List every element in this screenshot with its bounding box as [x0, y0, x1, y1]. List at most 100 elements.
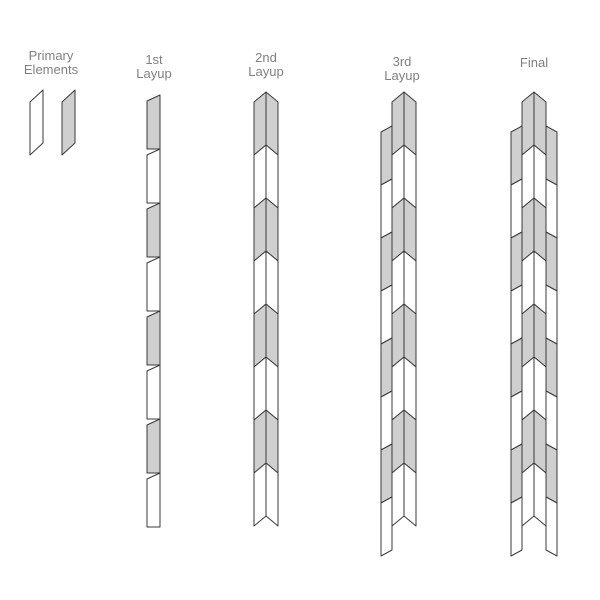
third-layup-strip — [380, 91, 417, 557]
chevron-right-plain — [533, 144, 547, 209]
second-layup-strip — [253, 91, 279, 527]
chevron-left-shaded — [521, 303, 535, 368]
wing-left-shaded — [380, 337, 393, 398]
chevron-right-plain — [265, 356, 279, 421]
label-line-2: Elements — [23, 62, 79, 77]
strip-segment-plain — [146, 148, 161, 204]
chevron-right-shaded — [403, 91, 417, 156]
strip-segment-plain — [146, 256, 161, 312]
chevron-right-shaded — [265, 91, 279, 156]
wing-left-plain — [380, 390, 393, 451]
wing-left-shaded — [510, 125, 523, 186]
chevron-right-plain — [403, 144, 417, 209]
strip-segment-plain — [146, 472, 161, 528]
wing-left-shaded — [380, 231, 393, 292]
wing-left-shaded — [510, 337, 523, 398]
wing-left-plain — [380, 178, 393, 239]
chevron-right-plain — [265, 144, 279, 209]
chevron-right-shaded — [265, 409, 279, 474]
label-line-1: 3rd — [392, 54, 412, 69]
wing-right-plain — [545, 178, 558, 239]
chevron-left-plain — [391, 462, 405, 527]
chevron-right-plain — [265, 250, 279, 315]
chevron-right-shaded — [403, 409, 417, 474]
label-line-2: Layup — [248, 64, 284, 79]
wing-left-shaded — [380, 125, 393, 186]
chevron-right-shaded — [533, 91, 547, 156]
label-line-1: Primary — [28, 48, 74, 63]
chevron-right-shaded — [265, 197, 279, 262]
chevron-right-shaded — [265, 303, 279, 368]
wing-left-plain — [510, 496, 523, 557]
chevron-left-shaded — [253, 91, 267, 156]
wing-right-plain — [545, 496, 558, 557]
chevron-right-plain — [533, 250, 547, 315]
column-label-3rd-layup: 3rd Layup — [347, 55, 457, 83]
label-line-2: Layup — [384, 68, 420, 83]
chevron-right-plain — [403, 462, 417, 527]
wing-left-plain — [510, 390, 523, 451]
chevron-right-shaded — [403, 197, 417, 262]
wing-left-shaded — [510, 231, 523, 292]
chevron-right-shaded — [533, 303, 547, 368]
chevron-left-shaded — [391, 303, 405, 368]
chevron-left-plain — [253, 250, 267, 315]
chevron-right-plain — [265, 462, 279, 527]
chevron-left-shaded — [521, 91, 535, 156]
label-line-1: 1st — [145, 52, 163, 67]
chevron-left-shaded — [521, 409, 535, 474]
chevron-left-shaded — [391, 409, 405, 474]
chevron-right-plain — [403, 250, 417, 315]
primary-elements-group — [29, 89, 76, 156]
primary-element-plain — [29, 89, 44, 156]
chevron-left-plain — [391, 356, 405, 421]
chevron-left-plain — [521, 144, 535, 209]
chevron-left-shaded — [521, 197, 535, 262]
wing-left-plain — [510, 178, 523, 239]
wing-right-plain — [545, 390, 558, 451]
chevron-left-plain — [253, 462, 267, 527]
chevron-right-shaded — [403, 303, 417, 368]
column-label-2nd-layup: 2nd Layup — [211, 51, 321, 79]
column-label-1st-layup: 1st Layup — [99, 53, 209, 81]
chevron-right-shaded — [533, 409, 547, 474]
wing-right-shaded — [545, 443, 558, 504]
label-line-1: 2nd — [255, 50, 277, 65]
chevron-left-plain — [391, 144, 405, 209]
chevron-left-plain — [521, 356, 535, 421]
chevron-right-plain — [533, 356, 547, 421]
strip-segment-shaded — [146, 202, 161, 258]
wing-right-shaded — [545, 125, 558, 186]
first-layup-strip — [146, 94, 161, 528]
chevron-left-shaded — [391, 91, 405, 156]
wing-right-shaded — [545, 231, 558, 292]
column-label-final: Final — [479, 56, 589, 70]
wing-right-plain — [545, 284, 558, 345]
wing-left-shaded — [380, 443, 393, 504]
strip-segment-shaded — [146, 94, 161, 150]
strip-segment-shaded — [146, 418, 161, 474]
wing-left-plain — [380, 284, 393, 345]
label-line-2: Layup — [136, 66, 172, 81]
strip-segment-shaded — [146, 310, 161, 366]
wing-left-plain — [380, 496, 393, 557]
strip-segment-plain — [146, 364, 161, 420]
chevron-left-shaded — [253, 197, 267, 262]
wing-left-shaded — [510, 443, 523, 504]
chevron-right-plain — [533, 462, 547, 527]
label-line-1: Final — [519, 55, 549, 70]
chevron-left-shaded — [391, 197, 405, 262]
wing-left-plain — [510, 284, 523, 345]
column-label-primary-elements: Primary Elements — [0, 49, 106, 77]
chevron-left-plain — [521, 250, 535, 315]
final-layup-strip — [510, 91, 558, 557]
chevron-left-shaded — [253, 409, 267, 474]
chevron-left-shaded — [253, 303, 267, 368]
chevron-left-plain — [253, 356, 267, 421]
chevron-right-shaded — [533, 197, 547, 262]
chevron-left-plain — [391, 250, 405, 315]
chevron-right-plain — [403, 356, 417, 421]
chevron-left-plain — [253, 144, 267, 209]
